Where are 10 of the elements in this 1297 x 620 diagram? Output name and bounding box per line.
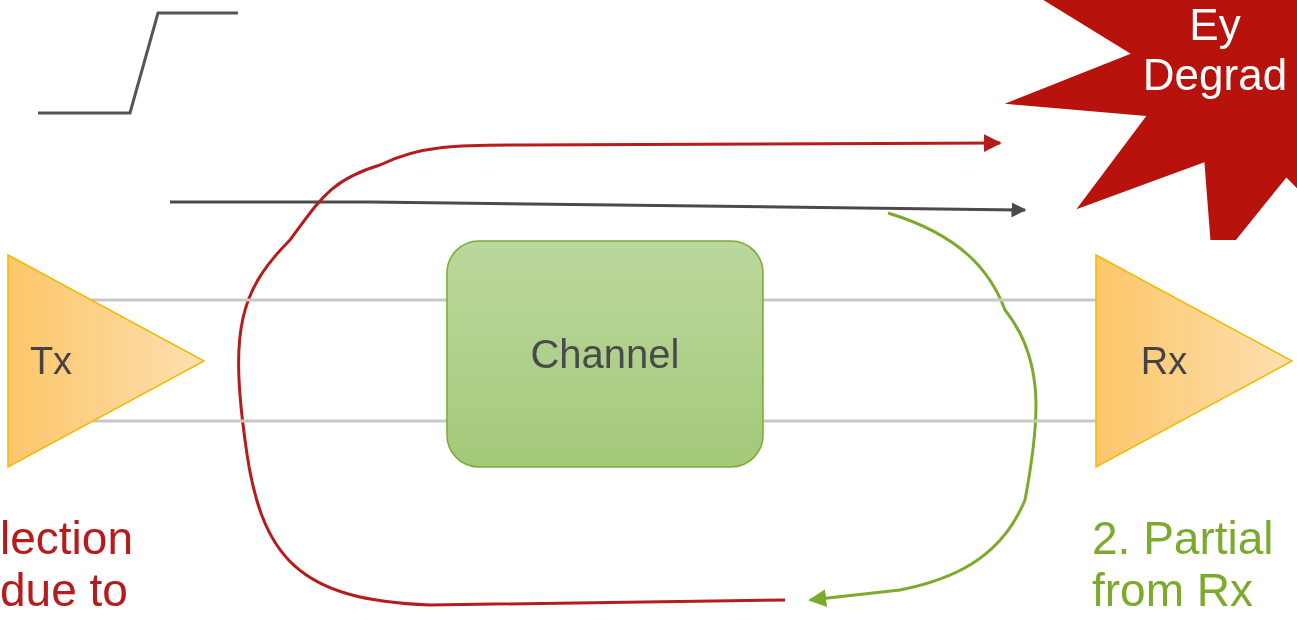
node-label: Ey Degrad	[1141, 0, 1289, 100]
signal-line	[93, 419, 447, 423]
node-label: Channel	[530, 331, 680, 377]
signal-line	[91, 298, 447, 302]
signal-line	[763, 298, 1096, 302]
annotation-text: lection due to	[0, 512, 134, 616]
signal-line	[763, 419, 1096, 423]
node-label: Tx	[29, 339, 73, 383]
node-label: Rx	[1140, 339, 1188, 383]
annotation-text: 2. Partial from Rx	[1092, 512, 1275, 616]
